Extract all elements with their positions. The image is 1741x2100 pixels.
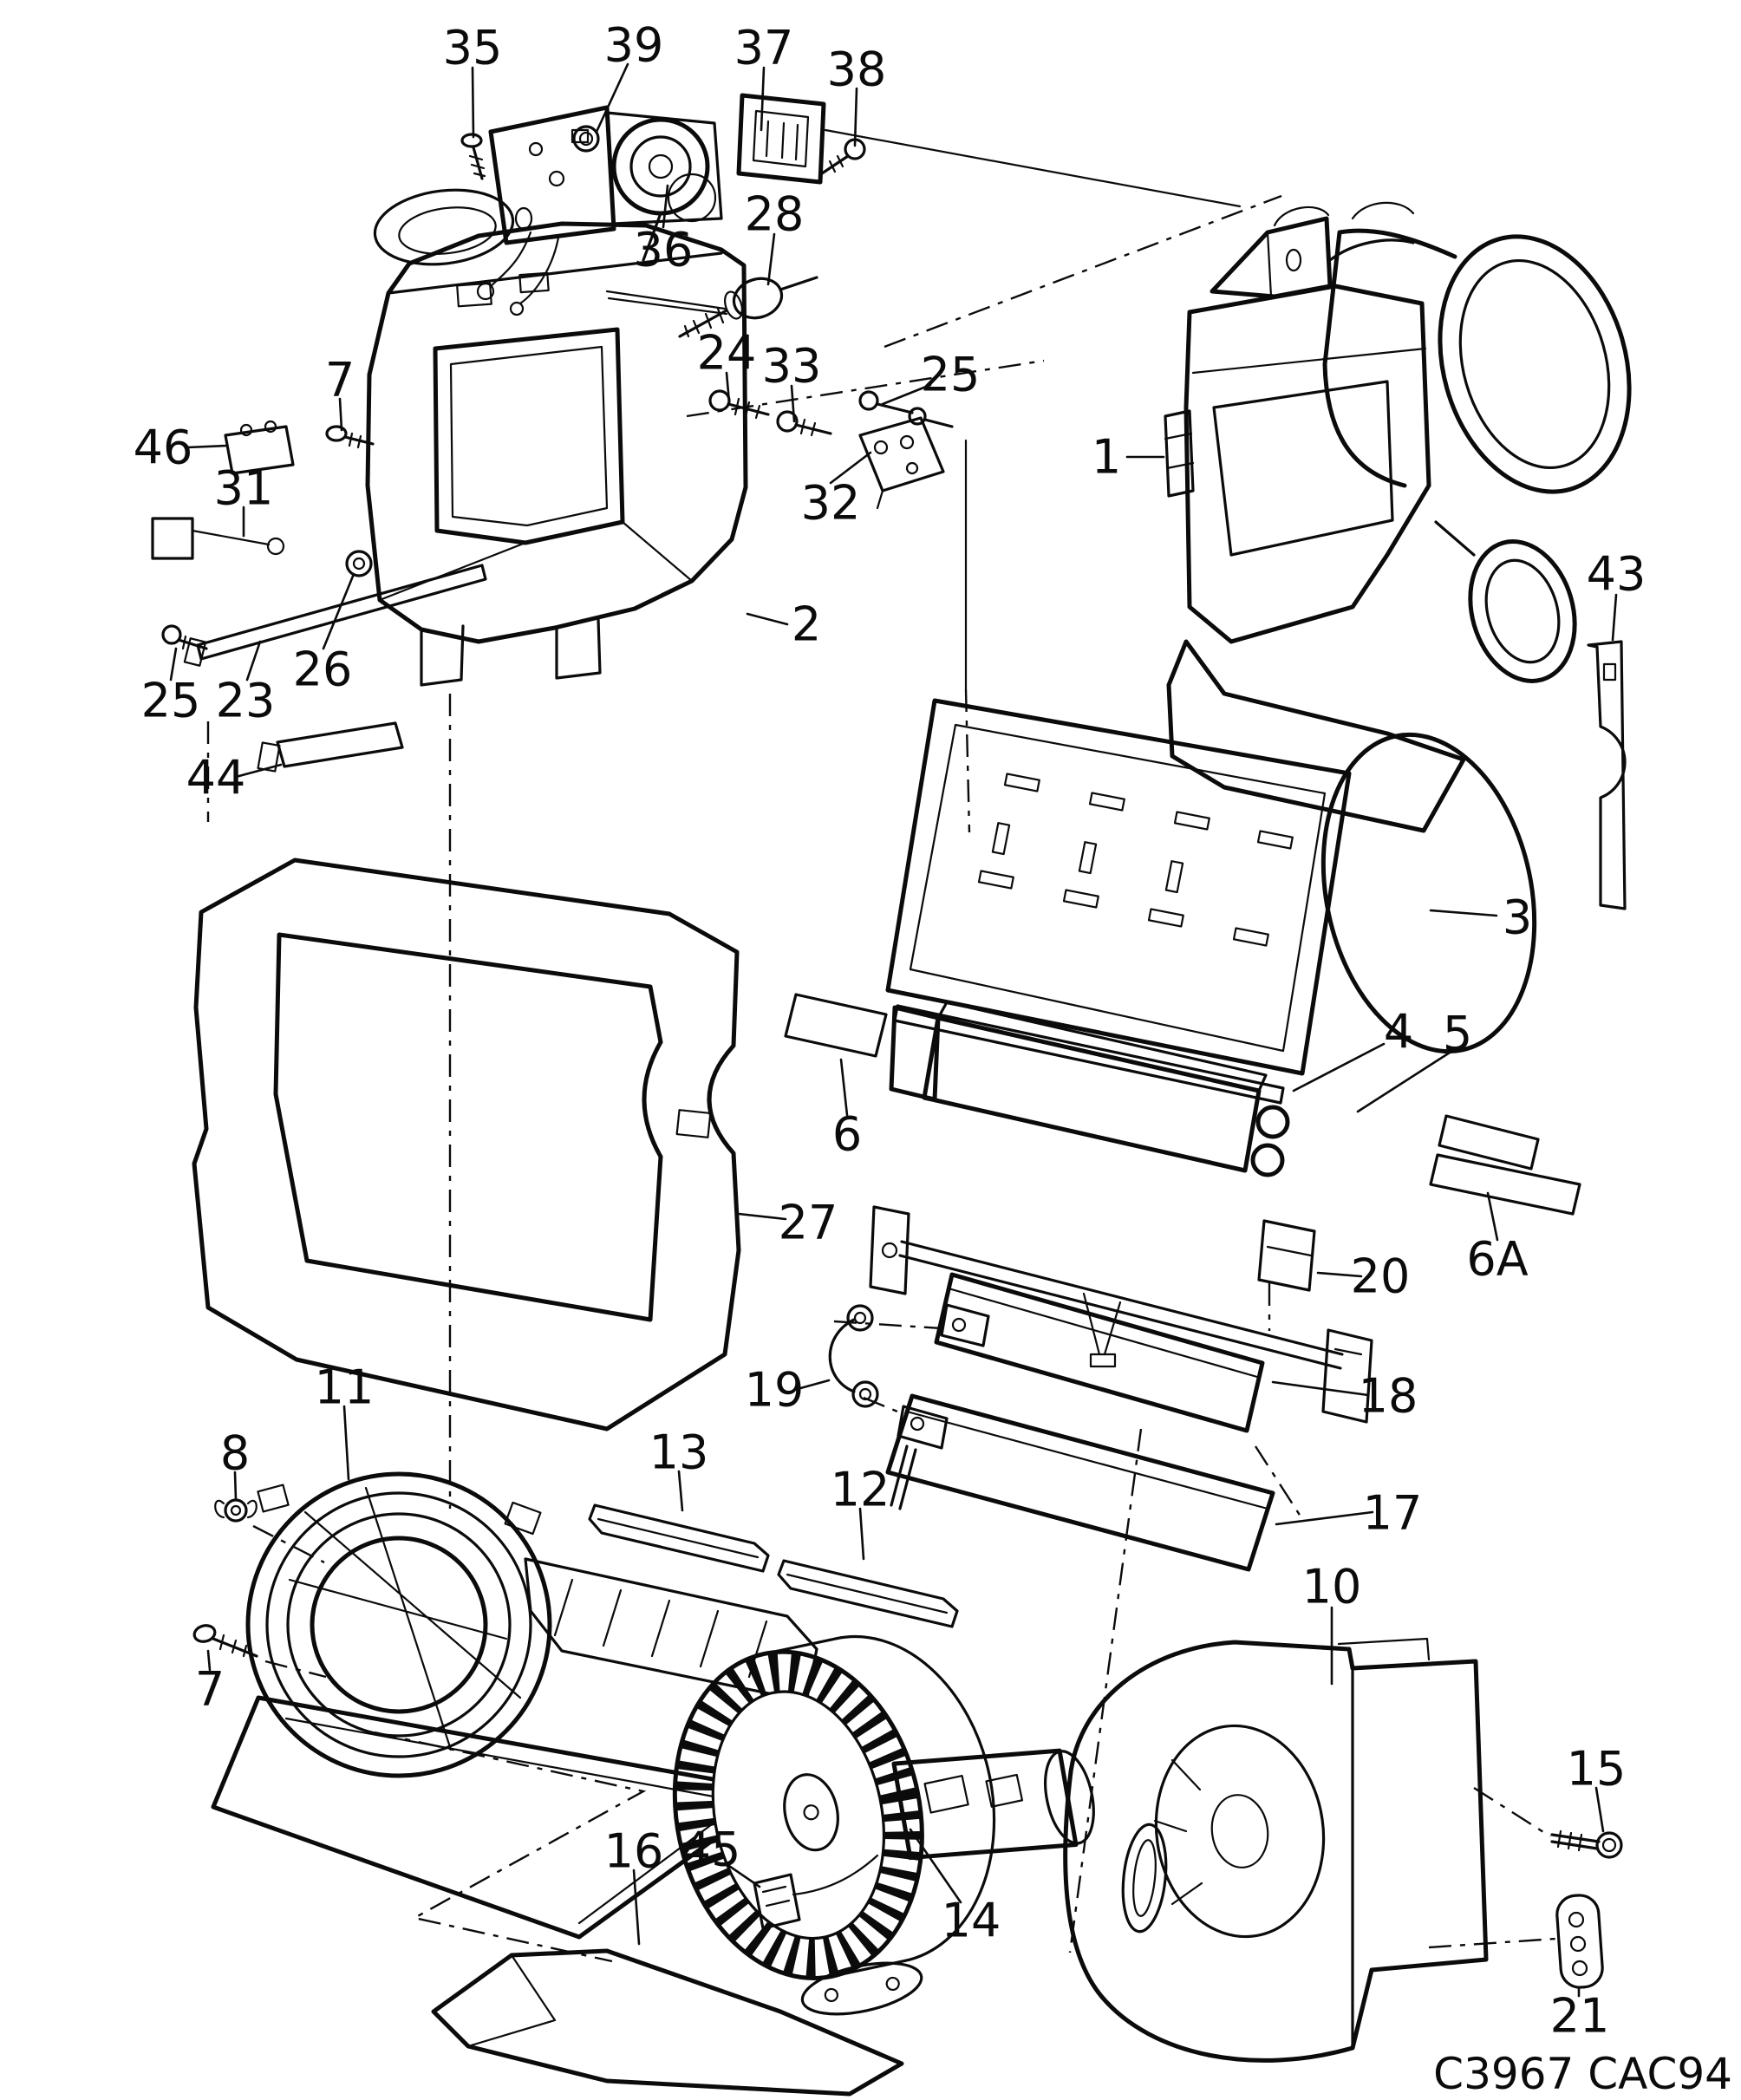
part-label-38: 38	[827, 42, 887, 97]
insulation-pad-16-icon	[431, 1948, 904, 2097]
heater-pipe-assembly-20	[869, 1205, 1373, 1424]
control-rod-23-icon	[183, 564, 487, 667]
part-label-17: 17	[1363, 1486, 1423, 1541]
part-label-39: 39	[604, 18, 664, 73]
screw-38-icon	[820, 138, 866, 175]
switch-31-icon	[151, 517, 285, 560]
bracket-32-icon	[858, 416, 945, 510]
part-label-5: 5	[1443, 1007, 1472, 1061]
part-label-7-upper: 7	[325, 353, 355, 408]
evaporator-core-5	[889, 1001, 1290, 1177]
part-label-16: 16	[604, 1824, 664, 1879]
seal-rail-13-icon	[588, 1503, 770, 1573]
part-label-32: 32	[801, 476, 861, 531]
part-label-19: 19	[745, 1363, 805, 1418]
seal-rail-12-icon	[777, 1559, 959, 1628]
part-label-27: 27	[779, 1196, 838, 1250]
screw-7-lower-icon	[192, 1624, 258, 1658]
part-label-2: 2	[792, 597, 821, 652]
air-flap-18	[934, 1272, 1265, 1433]
screw-25-left-icon	[161, 624, 208, 650]
part-label-10: 10	[1302, 1560, 1362, 1614]
blower-housing-10	[1063, 1637, 1489, 2063]
part-label-25-right: 25	[921, 348, 981, 402]
grommet-26-icon	[345, 550, 373, 577]
foam-seal-6-icon	[784, 993, 888, 1058]
part-label-12: 12	[831, 1463, 890, 1517]
link-clamp-19-icon	[828, 1304, 879, 1408]
heater-blower-unit-1	[1164, 201, 1632, 833]
part-label-21: 21	[1550, 1989, 1610, 2044]
mounting-bracket-43-icon	[1587, 640, 1627, 910]
screws-25-right-icon	[858, 390, 954, 428]
screw-24-icon	[708, 389, 770, 420]
part-label-25-left: 25	[141, 674, 201, 728]
part-label-43: 43	[1587, 547, 1646, 602]
case-gasket-27	[192, 858, 741, 1432]
construction-lines	[206, 128, 1556, 1963]
part-label-11: 11	[315, 1360, 375, 1415]
evaporator-cover-3	[885, 698, 1537, 1076]
part-label-8: 8	[220, 1426, 250, 1481]
foam-seal-6a-icon	[1429, 1114, 1581, 1216]
part-label-15: 15	[1567, 1742, 1627, 1797]
part-label-46: 46	[134, 421, 193, 475]
part-label-24: 24	[697, 326, 757, 381]
part-label-44: 44	[186, 751, 246, 805]
part-label-14: 14	[942, 1894, 1001, 1948]
resistor-46-icon	[224, 420, 295, 475]
screw-7-upper-icon	[325, 425, 375, 449]
vacuum-actuator-28	[605, 276, 818, 338]
part-label-23: 23	[216, 674, 276, 728]
wiring-connector-45-icon	[753, 1854, 879, 1930]
part-label-31: 31	[214, 461, 274, 516]
part-label-18: 18	[1359, 1369, 1418, 1424]
part-label-6: 6	[832, 1107, 862, 1162]
screw-15-icon	[1550, 1829, 1623, 1859]
wing-screw-8-icon	[214, 1498, 258, 1523]
part-label-35: 35	[443, 21, 503, 75]
screw-33-icon	[776, 410, 832, 437]
part-label-20: 20	[1351, 1249, 1411, 1304]
part-label-13: 13	[649, 1425, 709, 1480]
callout-labels: 35 39 37 38 36 28 24 33 25 32 7 46 31 26…	[134, 18, 1646, 2044]
part-label-4: 4	[1384, 1005, 1413, 1060]
figure-code: C3967 CAC94	[1433, 2049, 1732, 2099]
part-label-6a: 6A	[1466, 1232, 1528, 1287]
leader-lines	[169, 62, 1618, 1998]
part-label-45: 45	[681, 1823, 741, 1877]
part-label-3: 3	[1503, 890, 1532, 945]
part-label-36: 36	[634, 223, 694, 277]
part-label-26: 26	[293, 642, 353, 697]
part-label-28: 28	[745, 187, 805, 242]
screw-35-icon	[460, 133, 486, 180]
nut-39-icon	[572, 125, 600, 153]
heater-case-2	[365, 188, 748, 687]
blower-motor-wheel-14	[672, 1634, 1095, 2016]
connector-37-icon	[736, 93, 826, 185]
part-label-33: 33	[762, 339, 822, 394]
part-label-1: 1	[1092, 430, 1121, 485]
drain-grommet-21-icon	[1555, 1894, 1604, 1989]
air-flap-17	[885, 1393, 1275, 1572]
part-label-7-lower: 7	[195, 1662, 225, 1717]
blower-inlet-ring-11	[211, 1471, 818, 1940]
part-label-37: 37	[734, 21, 794, 75]
